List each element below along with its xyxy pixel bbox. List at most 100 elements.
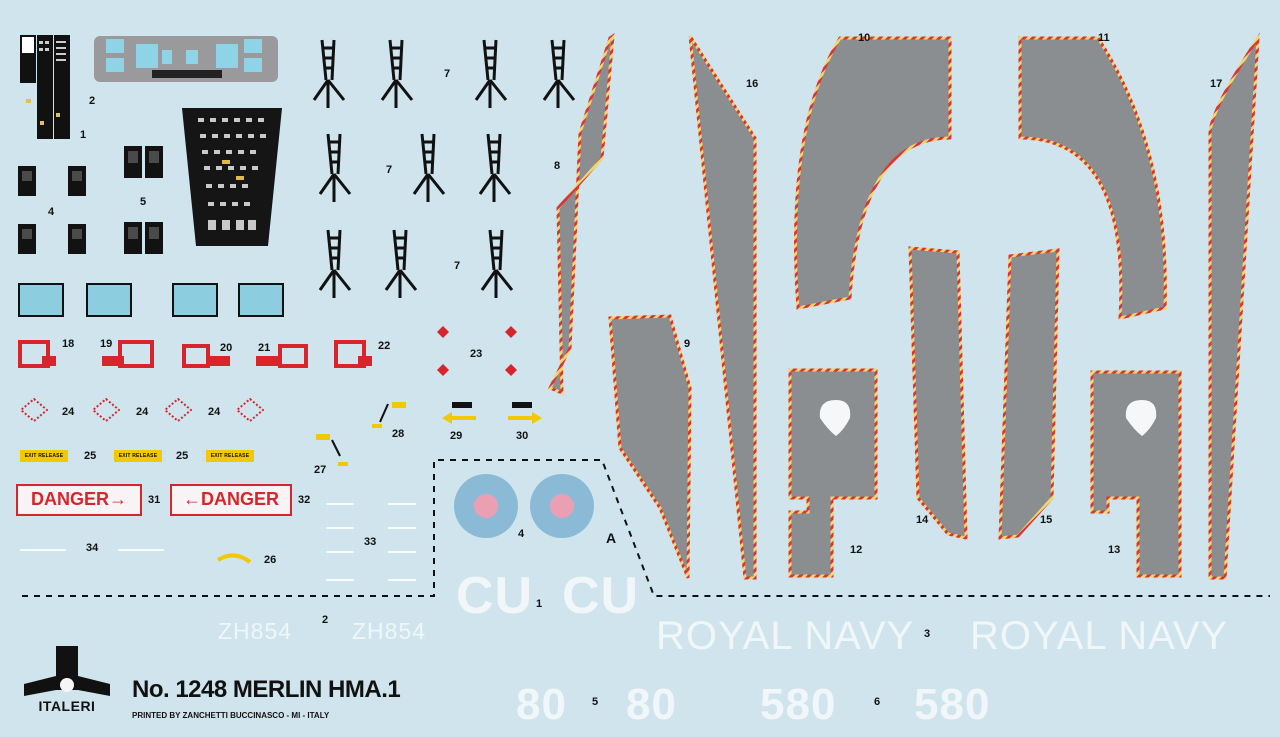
decal-number-11: 11 xyxy=(1098,32,1110,44)
seat-harness-icon xyxy=(312,39,346,108)
decal-number-5-lower: 5 xyxy=(592,696,599,708)
danger-right-decal: DANGER→ xyxy=(16,484,142,516)
decal-number-4: 4 xyxy=(48,206,55,218)
italeri-wordmark: ITALERI xyxy=(38,698,96,714)
seat-harness-icon xyxy=(380,39,414,108)
decal-number-29: 29 xyxy=(450,430,463,442)
number-580-left: 580 xyxy=(760,680,837,729)
decal-number-7c: 7 xyxy=(454,260,461,272)
danger-left-decal: ←DANGER xyxy=(170,484,292,516)
mfd-decal-5a xyxy=(124,146,142,178)
red-frame-decal-22 xyxy=(334,340,372,368)
number-580-right: 580 xyxy=(914,680,991,729)
red-frame-decal-20 xyxy=(182,344,230,368)
mfd-decal-5c xyxy=(124,222,142,254)
screen-decal-1 xyxy=(18,283,64,317)
decal-number-31: 31 xyxy=(148,494,161,506)
decal-number-33: 33 xyxy=(364,536,377,548)
decal-number-32: 32 xyxy=(298,494,311,506)
serial-zh854-left: ZH854 xyxy=(218,618,293,644)
walkway-panels xyxy=(547,32,1260,580)
code-cu-right: CU xyxy=(562,567,640,625)
decal-number-28: 28 xyxy=(392,428,405,440)
mfd-decal-5b xyxy=(145,146,163,178)
decal-number-7b: 7 xyxy=(386,164,393,176)
overhead-panel-2 xyxy=(94,36,278,82)
rescue-diamond-24b xyxy=(92,398,120,422)
decal-number-7a: 7 xyxy=(444,68,451,80)
yellow-arrow-30 xyxy=(508,402,542,424)
decal-number-8: 8 xyxy=(554,160,561,172)
rescue-diamond-24c xyxy=(164,398,192,422)
printer-line: PRINTED BY ZANCHETTI BUCCINASCO - MI - I… xyxy=(132,711,330,720)
rescue-diamond-24a xyxy=(20,398,48,422)
royal-navy-left: ROYAL NAVY xyxy=(656,614,915,658)
decal-number-24a: 24 xyxy=(62,406,75,418)
mfd-decal-4d xyxy=(68,224,86,254)
yellow-marker-28 xyxy=(372,402,406,428)
italeri-logo: ITALERI xyxy=(16,640,118,720)
decal-number-19: 19 xyxy=(100,338,113,350)
decal-number-4-lower: 4 xyxy=(518,528,525,540)
seat-harness-icon xyxy=(542,39,576,108)
warning-symbol-23a xyxy=(437,326,449,338)
seat-harness-icon xyxy=(474,39,508,108)
number-80-left: 80 xyxy=(516,680,567,729)
screen-decal-3 xyxy=(172,283,218,317)
seat-harness-icon xyxy=(412,133,446,202)
decal-number-1-lower: 1 xyxy=(536,598,543,610)
exit-release-decal-2: EXIT RELEASE xyxy=(114,450,162,462)
exit-release-decal-1: EXIT RELEASE xyxy=(20,450,68,462)
decal-number-27: 27 xyxy=(314,464,327,476)
decal-number-26: 26 xyxy=(264,554,277,566)
decal-number-15: 15 xyxy=(1040,514,1053,526)
instrument-panel-1 xyxy=(20,35,70,139)
seat-harness-icon xyxy=(318,229,352,298)
decal-number-21: 21 xyxy=(258,342,271,354)
decal-number-30: 30 xyxy=(516,430,529,442)
screen-decal-2 xyxy=(86,283,132,317)
decal-number-9: 9 xyxy=(684,338,691,350)
center-console-panel xyxy=(182,108,282,246)
mfd-decal-4b xyxy=(68,166,86,196)
decal-number-24b: 24 xyxy=(136,406,149,418)
decal-letter-a: A xyxy=(606,530,617,546)
decal-number-16: 16 xyxy=(746,78,759,90)
warning-symbol-23b xyxy=(505,326,517,338)
decal-number-12: 12 xyxy=(850,544,863,556)
red-frame-decal-21 xyxy=(256,344,308,368)
decal-number-13: 13 xyxy=(1108,544,1121,556)
yellow-arrow-29 xyxy=(442,402,476,424)
red-frame-decal-18 xyxy=(18,340,56,368)
roundel-left xyxy=(454,474,518,538)
decal-number-2-lower: 2 xyxy=(322,614,329,626)
decal-number-24c: 24 xyxy=(208,406,221,418)
code-cu-left: CU xyxy=(456,567,534,625)
screen-decal-4 xyxy=(238,283,284,317)
warning-symbol-23d xyxy=(505,364,517,376)
decal-number-25a: 25 xyxy=(84,450,97,462)
decal-number-34: 34 xyxy=(86,542,99,554)
royal-navy-right: ROYAL NAVY xyxy=(970,614,1229,658)
decal-number-3-lower: 3 xyxy=(924,628,931,640)
mfd-decal-4a xyxy=(18,166,36,196)
white-strips-33 xyxy=(326,503,416,581)
decal-number-20: 20 xyxy=(220,342,233,354)
decal-number-18: 18 xyxy=(62,338,75,350)
decal-number-10: 10 xyxy=(858,32,871,44)
serial-zh854-right: ZH854 xyxy=(352,618,427,644)
decal-number-17: 17 xyxy=(1210,78,1223,90)
seat-harness-icon xyxy=(478,133,512,202)
warning-symbol-23c xyxy=(437,364,449,376)
yellow-hook-26 xyxy=(216,553,252,564)
decal-number-25b: 25 xyxy=(176,450,189,462)
rescue-diamond-24d xyxy=(236,398,264,422)
seat-harness-icon xyxy=(384,229,418,298)
white-strips-34 xyxy=(20,549,164,551)
decal-number-5: 5 xyxy=(140,196,147,208)
product-title: No. 1248 MERLIN HMA.1 xyxy=(132,676,401,703)
number-80-right: 80 xyxy=(626,680,677,729)
cut-line xyxy=(22,459,1270,597)
roundel-right xyxy=(530,474,594,538)
